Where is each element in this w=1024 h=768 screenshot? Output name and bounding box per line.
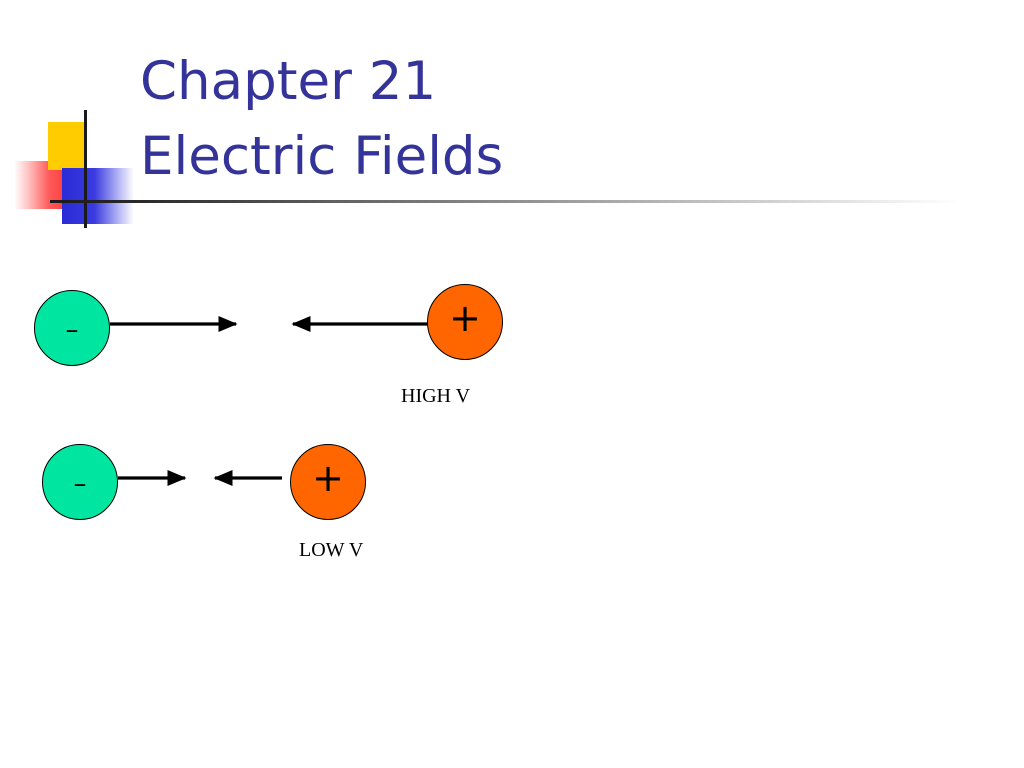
slide-title-chapter: Chapter 21 <box>140 51 437 112</box>
positive-charge-low: + <box>290 444 366 520</box>
positive-symbol: + <box>449 296 481 340</box>
positive-charge-high: + <box>427 284 503 360</box>
low-voltage-label: LOW V <box>299 539 364 561</box>
negative-charge-low: – <box>42 444 118 520</box>
negative-symbol: – <box>65 315 79 345</box>
high-voltage-label: HIGH V <box>401 385 471 407</box>
title-underline <box>50 200 960 203</box>
negative-charge-high: – <box>34 290 110 366</box>
decorative-yellow-square <box>48 122 84 170</box>
negative-symbol: – <box>73 469 87 499</box>
slide-title-topic: Electric Fields <box>140 126 504 187</box>
decorative-blue-square <box>62 168 134 224</box>
positive-symbol: + <box>312 456 344 500</box>
decorative-vertical-line <box>84 110 87 228</box>
